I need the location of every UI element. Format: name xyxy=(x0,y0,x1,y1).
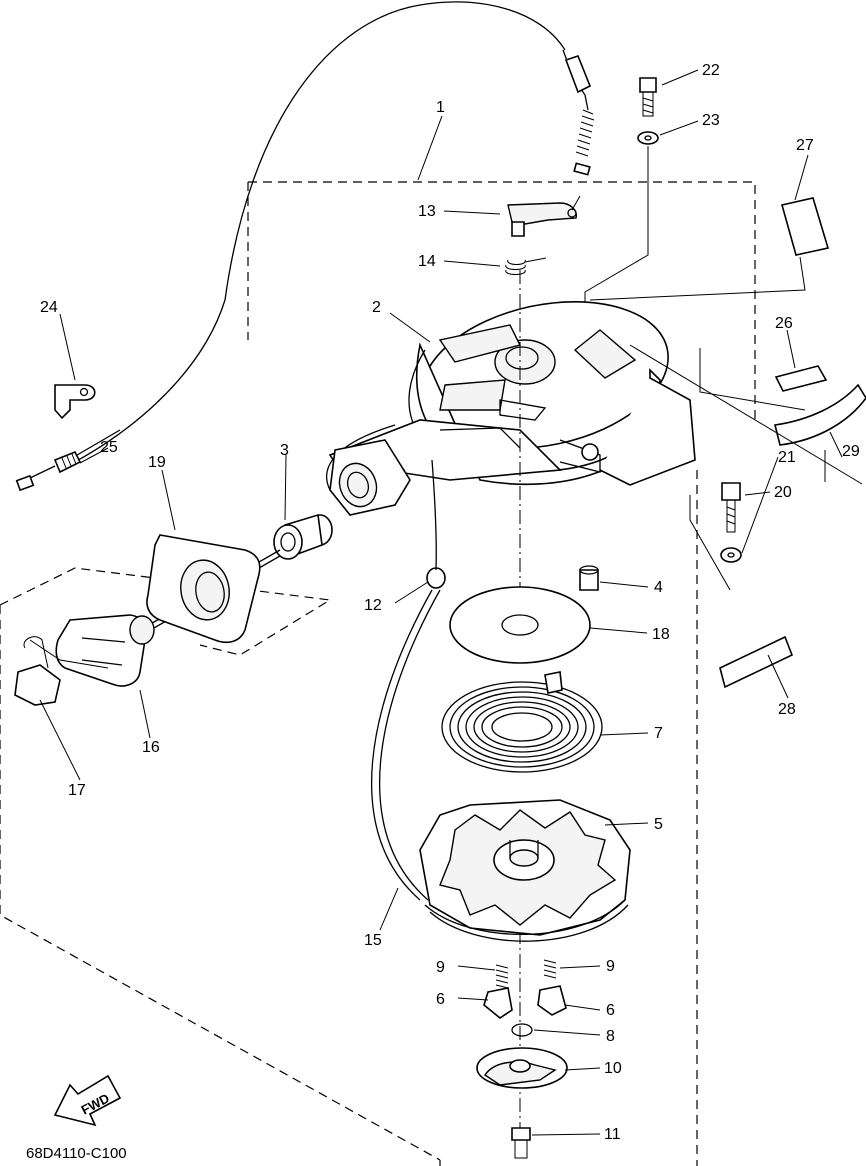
callout-22: 22 xyxy=(702,62,720,79)
cable-end-fitting xyxy=(564,55,592,94)
callout-12: 12 xyxy=(364,597,382,614)
rope-clip xyxy=(14,664,61,706)
callout-6-left: 6 xyxy=(436,991,445,1008)
callout-17: 17 xyxy=(68,782,86,799)
callout-24: 24 xyxy=(40,299,58,316)
callout-21: 21 xyxy=(778,449,796,466)
assembly-boundary-handle xyxy=(0,567,441,1161)
callout-8: 8 xyxy=(606,1028,615,1045)
callout-14: 14 xyxy=(418,253,436,270)
callout-23: 23 xyxy=(702,112,720,129)
leader-lines xyxy=(39,69,843,1136)
recoil-spring xyxy=(441,671,603,773)
callout-20: 20 xyxy=(774,484,792,501)
callout-19: 19 xyxy=(148,454,166,471)
callout-7: 7 xyxy=(654,725,663,742)
callout-13: 13 xyxy=(418,203,436,220)
drive-pulley xyxy=(419,799,631,942)
label-plate-26 xyxy=(774,365,828,392)
assembly-boundary-main xyxy=(247,181,756,1166)
callout-9-left: 9 xyxy=(436,959,445,976)
label-plate-28 xyxy=(719,635,794,689)
callout-18: 18 xyxy=(652,626,670,643)
callout-2: 2 xyxy=(372,299,381,316)
starter-housing xyxy=(326,300,696,516)
callout-9-right: 9 xyxy=(606,958,615,975)
callout-10: 10 xyxy=(604,1060,622,1077)
handle-seal xyxy=(146,534,261,644)
starter-cable xyxy=(62,1,566,469)
callout-16: 16 xyxy=(142,739,160,756)
callout-3: 3 xyxy=(280,442,289,459)
callout-4: 4 xyxy=(654,579,663,596)
callout-29: 29 xyxy=(842,443,860,460)
callout-5: 5 xyxy=(654,816,663,833)
callout-28: 28 xyxy=(778,701,796,718)
callout-15: 15 xyxy=(364,932,382,949)
callout-1: 1 xyxy=(436,99,445,116)
starter-handle xyxy=(55,614,155,687)
callout-11: 11 xyxy=(604,1126,621,1143)
arc-cover-29 xyxy=(774,383,866,446)
label-plate-27 xyxy=(781,197,830,256)
callout-6-right: 6 xyxy=(606,1002,615,1019)
stop-lever xyxy=(507,202,577,225)
spring-plate xyxy=(449,586,591,664)
cable-bracket xyxy=(54,384,96,420)
callout-26: 26 xyxy=(775,315,793,332)
fwd-arrow-icon: FWD xyxy=(53,1074,122,1127)
callout-25: 25 xyxy=(100,439,118,456)
callout-27: 27 xyxy=(796,137,814,154)
friction-plate xyxy=(476,1047,568,1089)
rope-guide xyxy=(273,513,333,560)
diagram-code: 68D4110-C100 xyxy=(26,1145,127,1162)
callout-labels: 1 2 3 4 5 6 6 7 8 9 9 10 11 12 13 14 15 … xyxy=(40,62,860,1143)
